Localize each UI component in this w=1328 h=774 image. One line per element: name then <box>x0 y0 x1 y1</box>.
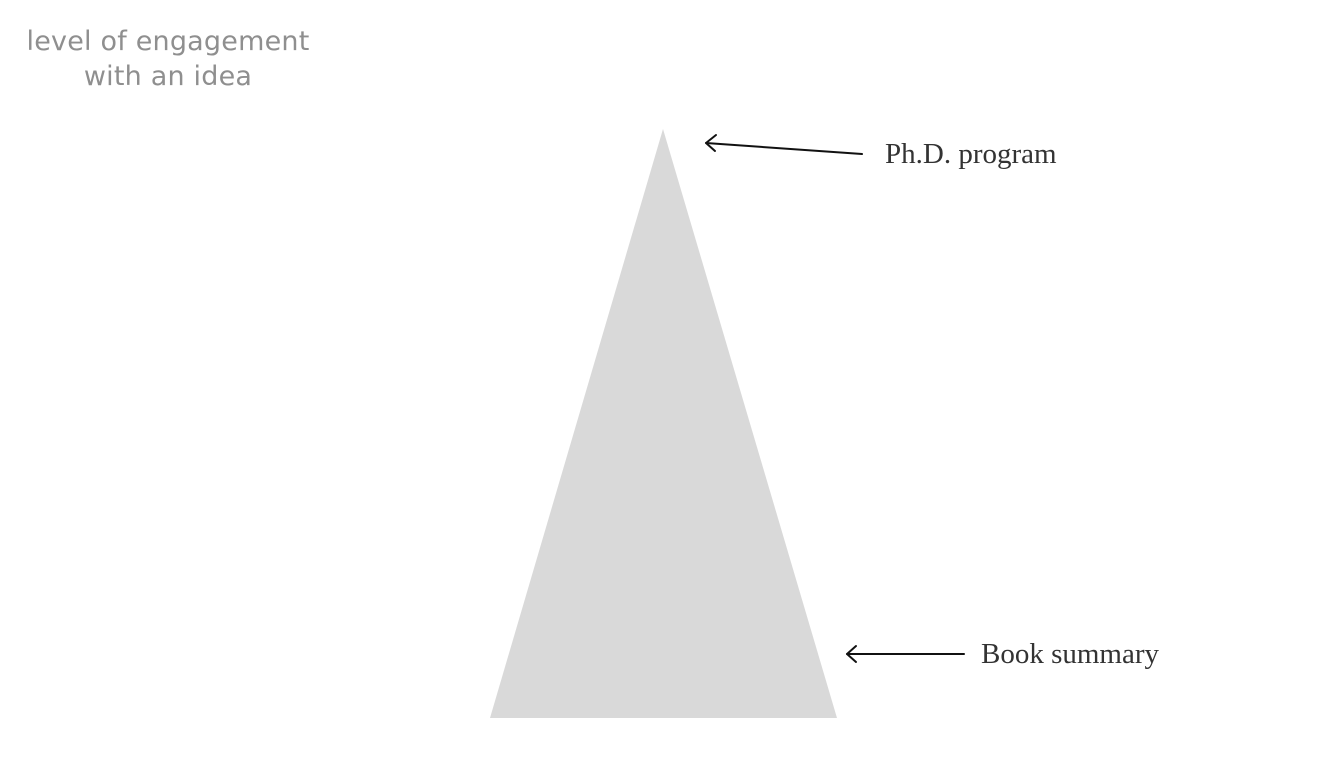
arrow-bottom <box>846 645 965 663</box>
axis-caption: level of engagement with an idea <box>8 24 328 94</box>
label-phd-program: Ph.D. program <box>885 138 1057 170</box>
label-book-summary: Book summary <box>981 638 1160 670</box>
arrow-top <box>705 134 863 155</box>
axis-caption-line-1: level of engagement <box>26 26 310 57</box>
axis-caption-line-2: with an idea <box>83 61 253 92</box>
engagement-pyramid <box>490 129 837 718</box>
